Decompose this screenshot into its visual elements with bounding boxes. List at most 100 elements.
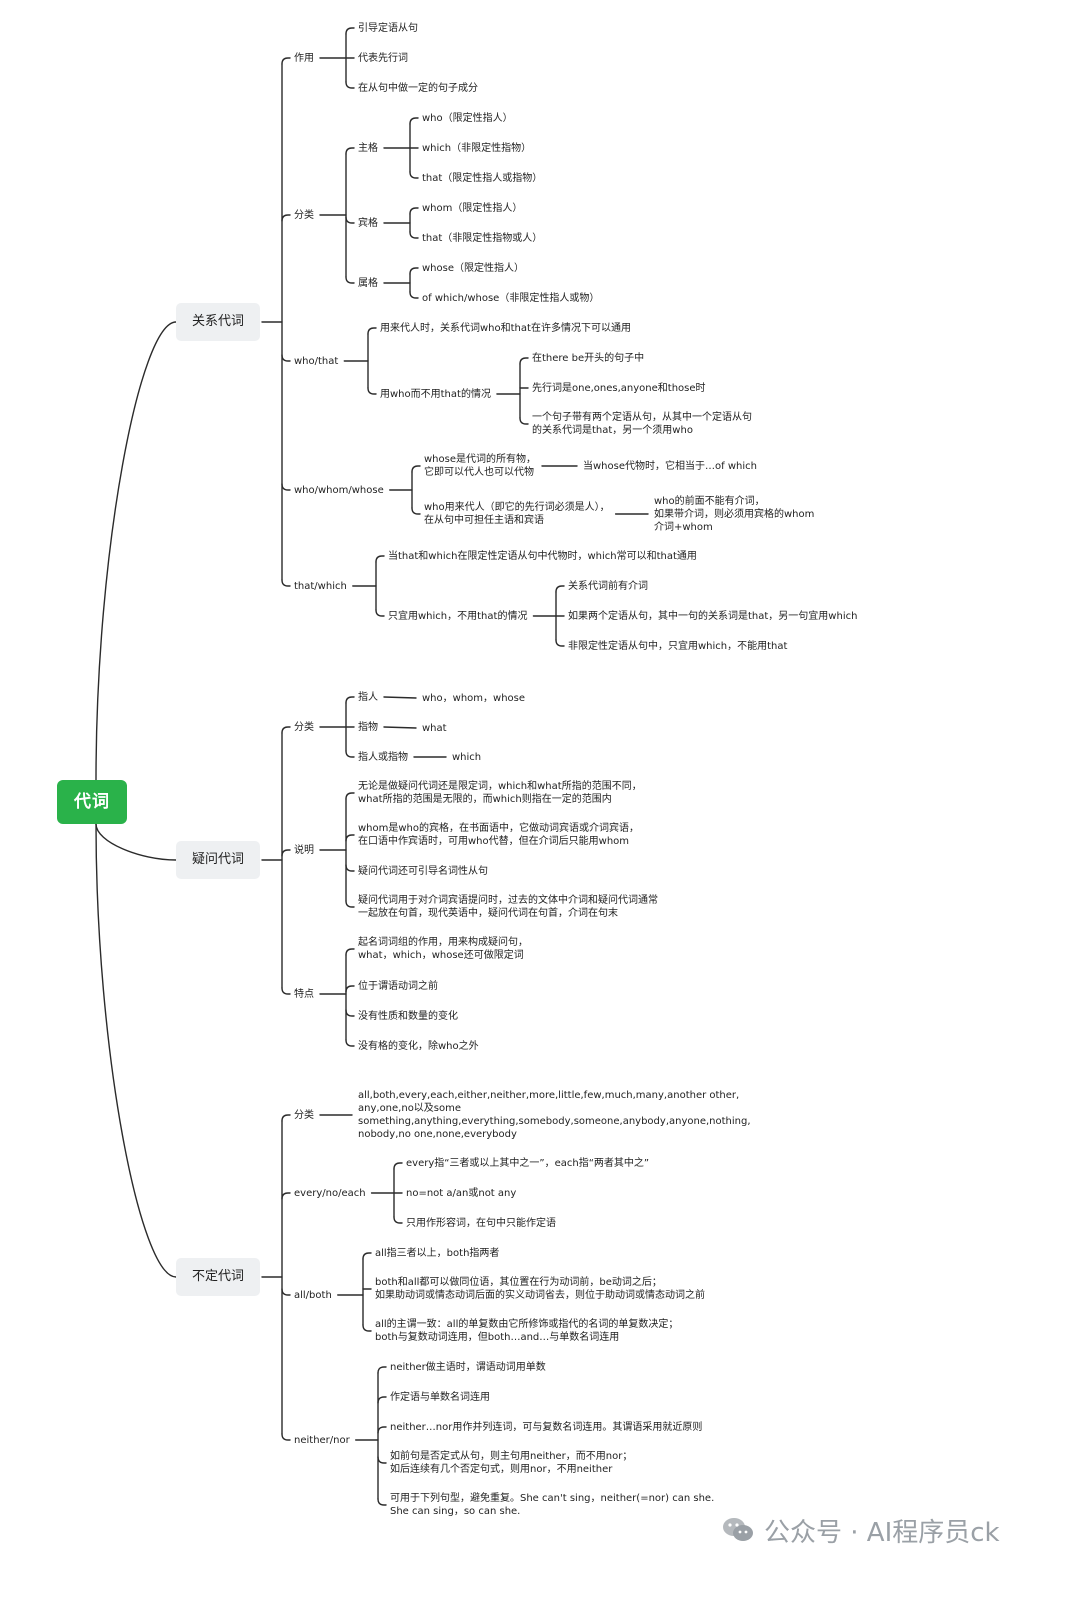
- topic-node: 特点: [294, 988, 314, 1000]
- connector-line: [281, 1288, 291, 1296]
- topic-node: 属格: [358, 277, 378, 289]
- leaf-node: neither做主语时，谓语动词用单数: [390, 1361, 546, 1373]
- connector-line: [383, 726, 417, 729]
- connector-line: [411, 465, 421, 473]
- connector-line: [377, 1426, 387, 1434]
- connector-line: [555, 585, 565, 593]
- connector-line: [362, 1252, 372, 1260]
- branch-connector: [95, 823, 177, 861]
- connector-line: [345, 27, 355, 35]
- leaf-node: who的前面不能有介词， 如果带介词，则必须用宾格的whom 介词+whom: [654, 495, 815, 533]
- leaf-node: who（限定性指人）: [422, 112, 513, 124]
- leaf-node: no=not a/an或not any: [406, 1187, 517, 1199]
- connector-line: [375, 609, 385, 617]
- connector-line: [377, 1366, 387, 1374]
- connector-line: [281, 1433, 291, 1441]
- connector-line: [393, 1216, 403, 1224]
- root-node: 代词: [57, 780, 127, 824]
- leaf-node: that（限定性指人或指物）: [422, 172, 543, 184]
- connector-line: [281, 726, 291, 734]
- topic-node: 分类: [294, 209, 314, 221]
- leaf-node: 位于谓语动词之前: [358, 980, 438, 992]
- connector-line: [377, 1396, 387, 1404]
- connector-line: [409, 171, 419, 179]
- connector-line: [281, 214, 291, 222]
- leaf-node: all的主谓一致：all的单复数由它所修饰或指代的名词的单复数决定； both与…: [375, 1319, 679, 1343]
- connector-line: [345, 792, 355, 800]
- leaf-node: 起名词词组的作用，用来构成疑问句， what，which，whose还可做限定词: [358, 937, 528, 961]
- connector-line: [281, 57, 291, 65]
- connector-line: [345, 985, 355, 993]
- leaf-node: 在there be开头的句子中: [532, 352, 645, 364]
- connector-line: [345, 1009, 355, 1017]
- leaf-node: 关系代词前有介词: [568, 580, 648, 592]
- leaf-node: whom是who的宾格，在书面语中，它做动词宾语或介词宾语， 在口语中作宾语时，…: [358, 823, 640, 847]
- connector-line: [345, 948, 355, 956]
- connector-line: [409, 117, 419, 125]
- leaf-node: whom（限定性指人）: [422, 202, 523, 214]
- topic-node: that/which: [294, 580, 347, 592]
- connector-line: [375, 555, 385, 563]
- topic-node: who/whom/whose: [294, 484, 384, 496]
- connector-line: [393, 1162, 403, 1170]
- topic-node: whose是代词的所有物， 它即可以代人也可以代物: [424, 454, 536, 478]
- leaf-node: 非限定性定语从句中，只宜用which，不能用that: [568, 640, 788, 652]
- connector-line: [345, 696, 355, 704]
- branch-connector: [95, 321, 177, 781]
- connector-line: [281, 483, 291, 491]
- leaf-node: 无论是做疑问代词还是限定词，which和what所指的范围不同， what所指的…: [358, 781, 642, 805]
- connector-line: [281, 987, 291, 995]
- connector-line: [345, 1039, 355, 1047]
- connector-line: [409, 267, 419, 275]
- topic-node: 宾格: [358, 217, 378, 229]
- connector-line: [345, 147, 355, 155]
- leaf-node: 可用于下列句型，避免重复。She can't sing，neither(=nor…: [390, 1493, 715, 1517]
- leaf-node: 代表先行词: [358, 52, 408, 64]
- connector-line: [409, 207, 419, 215]
- watermark-text: 公众号 · AI程序员ck: [764, 1517, 1000, 1548]
- topic-node: 分类: [294, 721, 314, 733]
- connector-line: [383, 696, 417, 699]
- leaf-node: that（非限定性指物或人）: [422, 232, 543, 244]
- topic-node: every/no/each: [294, 1187, 366, 1199]
- leaf-node: all,both,every,each,either,neither,more,…: [358, 1090, 751, 1140]
- topic-node: who用来代人（即它的先行词必须是人）， 在从句中可担任主语和宾语: [424, 502, 610, 526]
- connector-line: [345, 216, 355, 224]
- connector-line: [345, 864, 355, 872]
- topic-node: 指人: [358, 691, 378, 703]
- connector-line: [345, 834, 355, 842]
- leaf-node: whose（限定性指人）: [422, 262, 524, 274]
- connector-line: [519, 357, 529, 365]
- watermark: 公众号 · AI程序员ck: [722, 1510, 1000, 1550]
- topic-node: 用who而不用that的情况: [380, 388, 491, 400]
- topic-node: 主格: [358, 142, 378, 154]
- leaf-node: 没有格的变化，除who之外: [358, 1040, 479, 1052]
- connector-line: [409, 231, 419, 239]
- connector-line: [367, 387, 377, 395]
- topic-node: who/that: [294, 355, 339, 367]
- connector-line: [345, 750, 355, 758]
- leaf-node: of which/whose（非限定性指人或物）: [422, 292, 600, 304]
- topic-node: neither/nor: [294, 1434, 350, 1446]
- topic-node: 只宜用which，不用that的情况: [388, 610, 528, 622]
- topic-node: 指物: [358, 721, 378, 733]
- branch-node: 疑问代词: [176, 841, 260, 879]
- leaf-node: 用来代人时，关系代词who和that在许多情况下可以通用: [380, 322, 631, 334]
- branch-node: 关系代词: [176, 303, 260, 341]
- connector-line: [281, 354, 291, 362]
- topic-node: all/both: [294, 1289, 332, 1301]
- connector-line: [519, 417, 529, 425]
- topic-node: 分类: [294, 1109, 314, 1121]
- connector-line: [345, 81, 355, 89]
- topic-node: 指人或指物: [358, 751, 408, 763]
- leaf-node: 当that和which在限定性定语从句中代物时，which常可以和that通用: [388, 550, 697, 562]
- leaf-node: 作定语与单数名词连用: [390, 1391, 490, 1403]
- leaf-node: 一个句子带有两个定语从句，从其中一个定语从句 的关系代词是that，另一个须用w…: [532, 412, 752, 436]
- connector-line: [281, 1114, 291, 1122]
- topic-node: 说明: [294, 844, 314, 856]
- leaf-node: which: [452, 751, 482, 763]
- branch-connector: [95, 823, 177, 1278]
- leaf-node: both和all都可以做同位语，其位置在行为动词前，be动词之后； 如果助动词或…: [375, 1277, 705, 1301]
- leaf-node: every指“三者或以上其中之一”，each指“两者其中之”: [406, 1157, 650, 1169]
